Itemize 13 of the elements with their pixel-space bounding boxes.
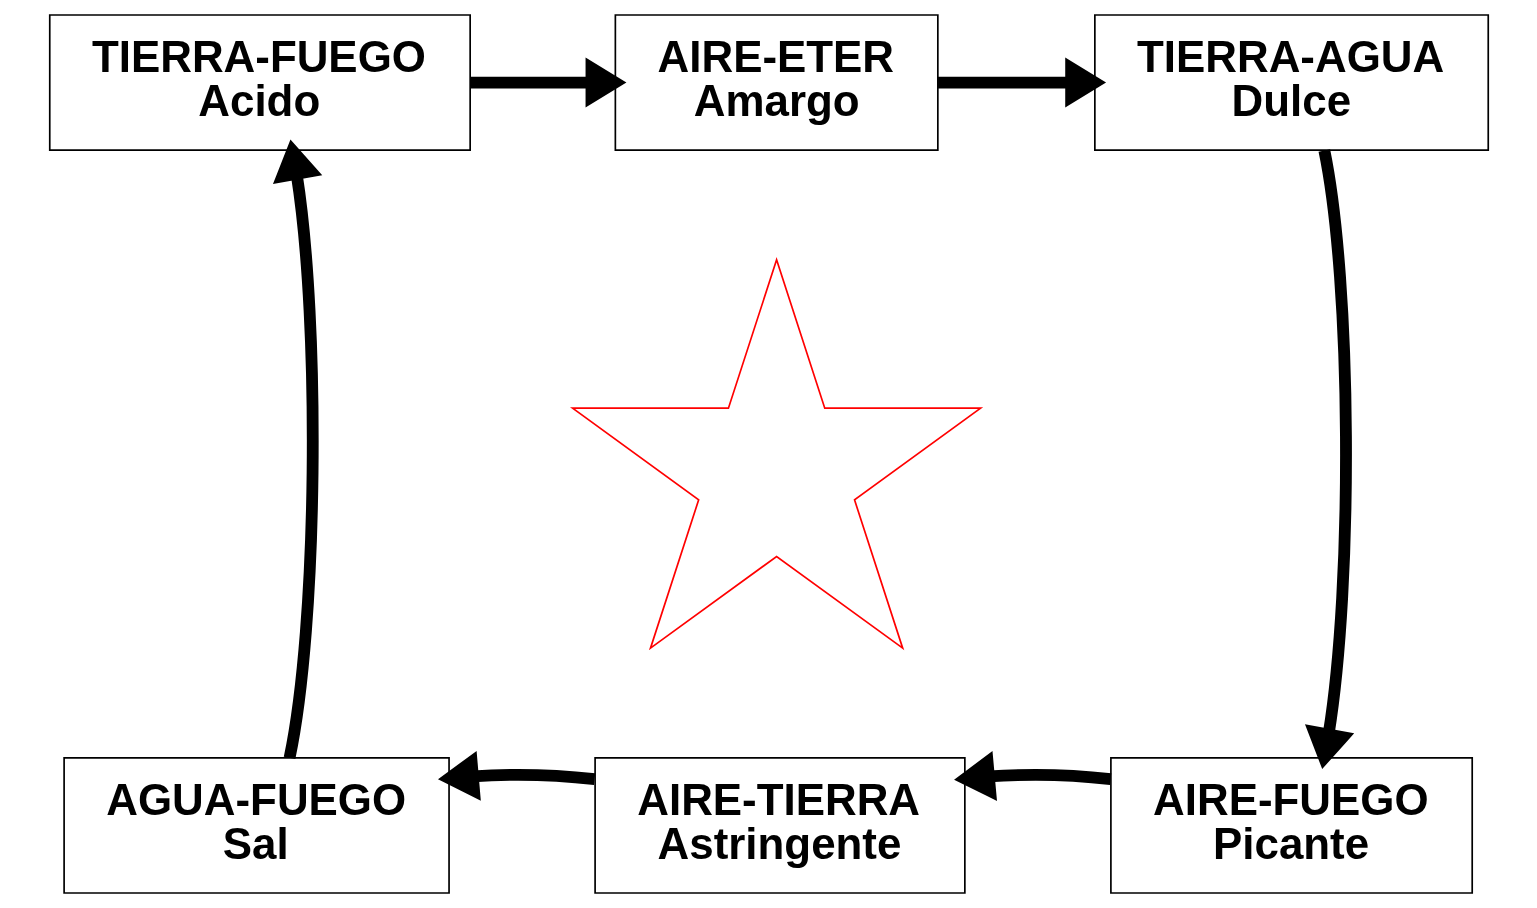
node-box: AIRE-ETER Amargo [614,14,939,151]
arrow [469,57,626,108]
arrow [937,57,1106,108]
node-box: AGUA-FUEGO Sal [62,757,450,894]
node-star [569,257,983,651]
node-box: AIRE-TIERRA Astringente [593,757,966,894]
node-box: TIERRA-AGUA Dulce [1093,14,1489,151]
node-box: AIRE-FUEGO Picante [1109,757,1473,894]
arrow [953,751,1111,801]
node-box: TIERRA-FUEGO Acido [48,14,471,151]
arrow [437,750,595,801]
arrow [1304,149,1354,770]
arrow [272,139,322,759]
